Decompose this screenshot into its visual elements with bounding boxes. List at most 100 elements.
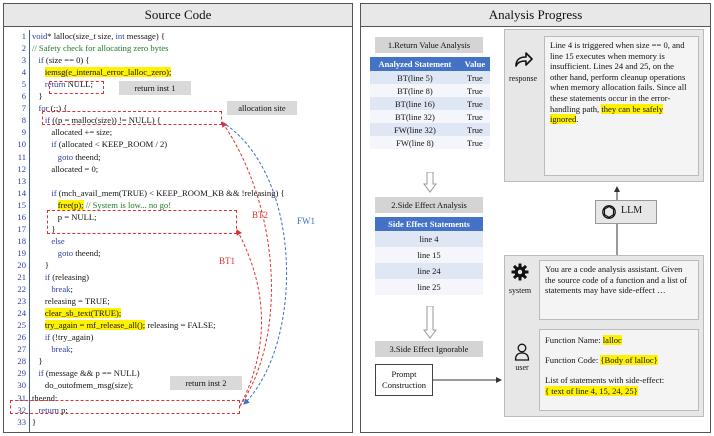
system-label: system bbox=[508, 286, 532, 295]
code-line: iemsg(e_internal_error_lalloc_zero); bbox=[44, 67, 172, 78]
line-number: 1 bbox=[21, 31, 26, 41]
allocation-site-box bbox=[42, 111, 222, 125]
code-line: p = NULL; bbox=[32, 211, 97, 222]
line-number: 6 bbox=[21, 91, 26, 102]
analyzed-statement-cell: BT(line 32) bbox=[370, 110, 460, 123]
line-number: 16 bbox=[17, 211, 26, 222]
null-assignment-box bbox=[47, 210, 237, 234]
value-cell: True bbox=[459, 84, 490, 97]
source-code-title: Source Code bbox=[4, 4, 352, 27]
table-row: FW(line 32)True bbox=[370, 123, 490, 136]
down-arrow-2 bbox=[423, 306, 437, 339]
code-line: return p; bbox=[38, 404, 68, 415]
system-text-box: You are a code analysis assistant. Given… bbox=[539, 260, 699, 320]
bt1-label: BT1 bbox=[219, 256, 236, 266]
code-line: break; bbox=[51, 284, 73, 295]
line-number: 13 bbox=[17, 175, 26, 186]
return-inst-1-box bbox=[49, 81, 104, 94]
statement-list-value: { text of line 4, 15, 24, 25} bbox=[545, 386, 638, 396]
line-number: 27 bbox=[17, 344, 26, 355]
table-row: line 15 bbox=[375, 247, 483, 263]
code-line: free(p); // System is low... no go! bbox=[57, 199, 172, 210]
table-row: FW(line 8)True bbox=[370, 136, 490, 149]
code-line: theend: bbox=[32, 392, 58, 403]
code-line: do_outofmem_msg(size); bbox=[32, 380, 134, 391]
statement-list-line: { text of line 4, 15, 24, 25} bbox=[545, 386, 693, 397]
response-text-box: Line 4 is triggered when size == 0, and … bbox=[544, 36, 699, 176]
code-line: if (releasing) bbox=[44, 272, 90, 282]
bt2-arrow bbox=[221, 121, 272, 407]
line-number: 25 bbox=[17, 320, 26, 331]
line-number: 17 bbox=[17, 223, 26, 234]
line-number: 29 bbox=[17, 368, 26, 379]
code-line: void* lalloc(size_t size, int message) { bbox=[32, 31, 166, 41]
line-number: 3 bbox=[21, 55, 26, 66]
line-number: 19 bbox=[17, 247, 26, 258]
col-value: Value bbox=[459, 57, 490, 71]
code-line: return NULL; bbox=[44, 79, 93, 90]
statement-list-label: List of statements with side-effect: bbox=[545, 375, 665, 385]
function-code-line: Function Code: {Body of lalloc} bbox=[545, 355, 693, 366]
line-number: 20 bbox=[17, 259, 26, 270]
code-line: // Safety check for allocating zero byte… bbox=[32, 43, 169, 54]
code-line: if (size == 0) { bbox=[38, 55, 90, 66]
code-line: } bbox=[32, 356, 43, 367]
code-line: goto theend; bbox=[57, 247, 101, 258]
source-code-panel: Source Code 1 void* lalloc(size_t size, i… bbox=[3, 3, 353, 433]
analyzed-statement-cell: FW(line 8) bbox=[370, 136, 460, 149]
analyzed-statement-cell: BT(line 5) bbox=[370, 71, 460, 84]
side-effect-cell: line 4 bbox=[375, 231, 483, 247]
down-arrow-1 bbox=[423, 172, 437, 193]
step3-title: 3.Side Effect Ignorable bbox=[375, 341, 483, 357]
prompt-construction-box: Prompt Construction bbox=[375, 364, 433, 396]
table-row: BT(line 8)True bbox=[370, 84, 490, 97]
user-text-box: Function Name: lalloc Function Code: {Bo… bbox=[539, 329, 699, 411]
return-inst-2-tag: return inst 2 bbox=[170, 376, 242, 390]
bt2-label: BT2 bbox=[252, 210, 269, 220]
code-line: if (message && p == NULL) bbox=[38, 368, 140, 379]
side-effect-cell: line 15 bbox=[375, 247, 483, 263]
llm-box: LLM bbox=[595, 200, 657, 224]
table-row: BT(line 32)True bbox=[370, 110, 490, 123]
function-code-label: Function Code: bbox=[545, 355, 601, 365]
line-number: 22 bbox=[17, 284, 26, 295]
line-number: 31 bbox=[17, 392, 26, 403]
side-effect-cell: line 24 bbox=[375, 263, 483, 279]
line-number: 23 bbox=[17, 296, 26, 307]
code-line: else bbox=[51, 235, 65, 246]
line-number: 2 bbox=[21, 43, 26, 54]
analysis-progress-panel: Analysis Progress 1.Return Value Analysi… bbox=[360, 3, 711, 433]
code-line: goto theend; bbox=[57, 151, 101, 162]
line-number: 8 bbox=[21, 115, 26, 126]
code-line: } bbox=[32, 416, 37, 427]
line-number: 32 bbox=[17, 404, 26, 415]
return-inst-1-tag: return inst 1 bbox=[119, 81, 191, 95]
code-line: allocated += size; bbox=[32, 127, 113, 138]
value-cell: True bbox=[459, 136, 490, 149]
code-line: break; bbox=[51, 344, 73, 355]
code-line: releasing = TRUE; bbox=[32, 296, 110, 307]
line-number: 7 bbox=[21, 103, 26, 114]
analyzed-statement-cell: BT(line 16) bbox=[370, 97, 460, 110]
line-number: 10 bbox=[17, 139, 26, 150]
code-line: if (allocated < KEEP_ROOM / 2) bbox=[51, 139, 168, 150]
code-line: if (mch_avail_mem(TRUE) < KEEP_ROOM_KB &… bbox=[51, 187, 285, 198]
value-cell: True bbox=[459, 71, 490, 84]
line-number: 28 bbox=[17, 356, 26, 367]
code-line: allocated = 0; bbox=[32, 163, 99, 174]
side-effect-cell: line 25 bbox=[375, 279, 483, 295]
line-number: 4 bbox=[21, 67, 26, 78]
value-cell: True bbox=[459, 123, 490, 136]
code-line: try_again = mf_release_all(); releasing … bbox=[44, 320, 216, 331]
line-number: 11 bbox=[17, 151, 26, 162]
response-text: Line 4 is triggered when size == 0, and … bbox=[550, 40, 687, 114]
line-number: 12 bbox=[17, 163, 26, 174]
line-number: 26 bbox=[17, 332, 26, 343]
line-number: 15 bbox=[17, 199, 26, 210]
col-analyzed-statement: Analyzed Statement bbox=[370, 57, 460, 71]
function-name-label: Function Name: bbox=[545, 335, 603, 345]
code-line: if (!try_again) bbox=[44, 332, 94, 343]
table-row: line 25 bbox=[375, 279, 483, 295]
allocation-site-tag: allocation site bbox=[227, 101, 297, 115]
